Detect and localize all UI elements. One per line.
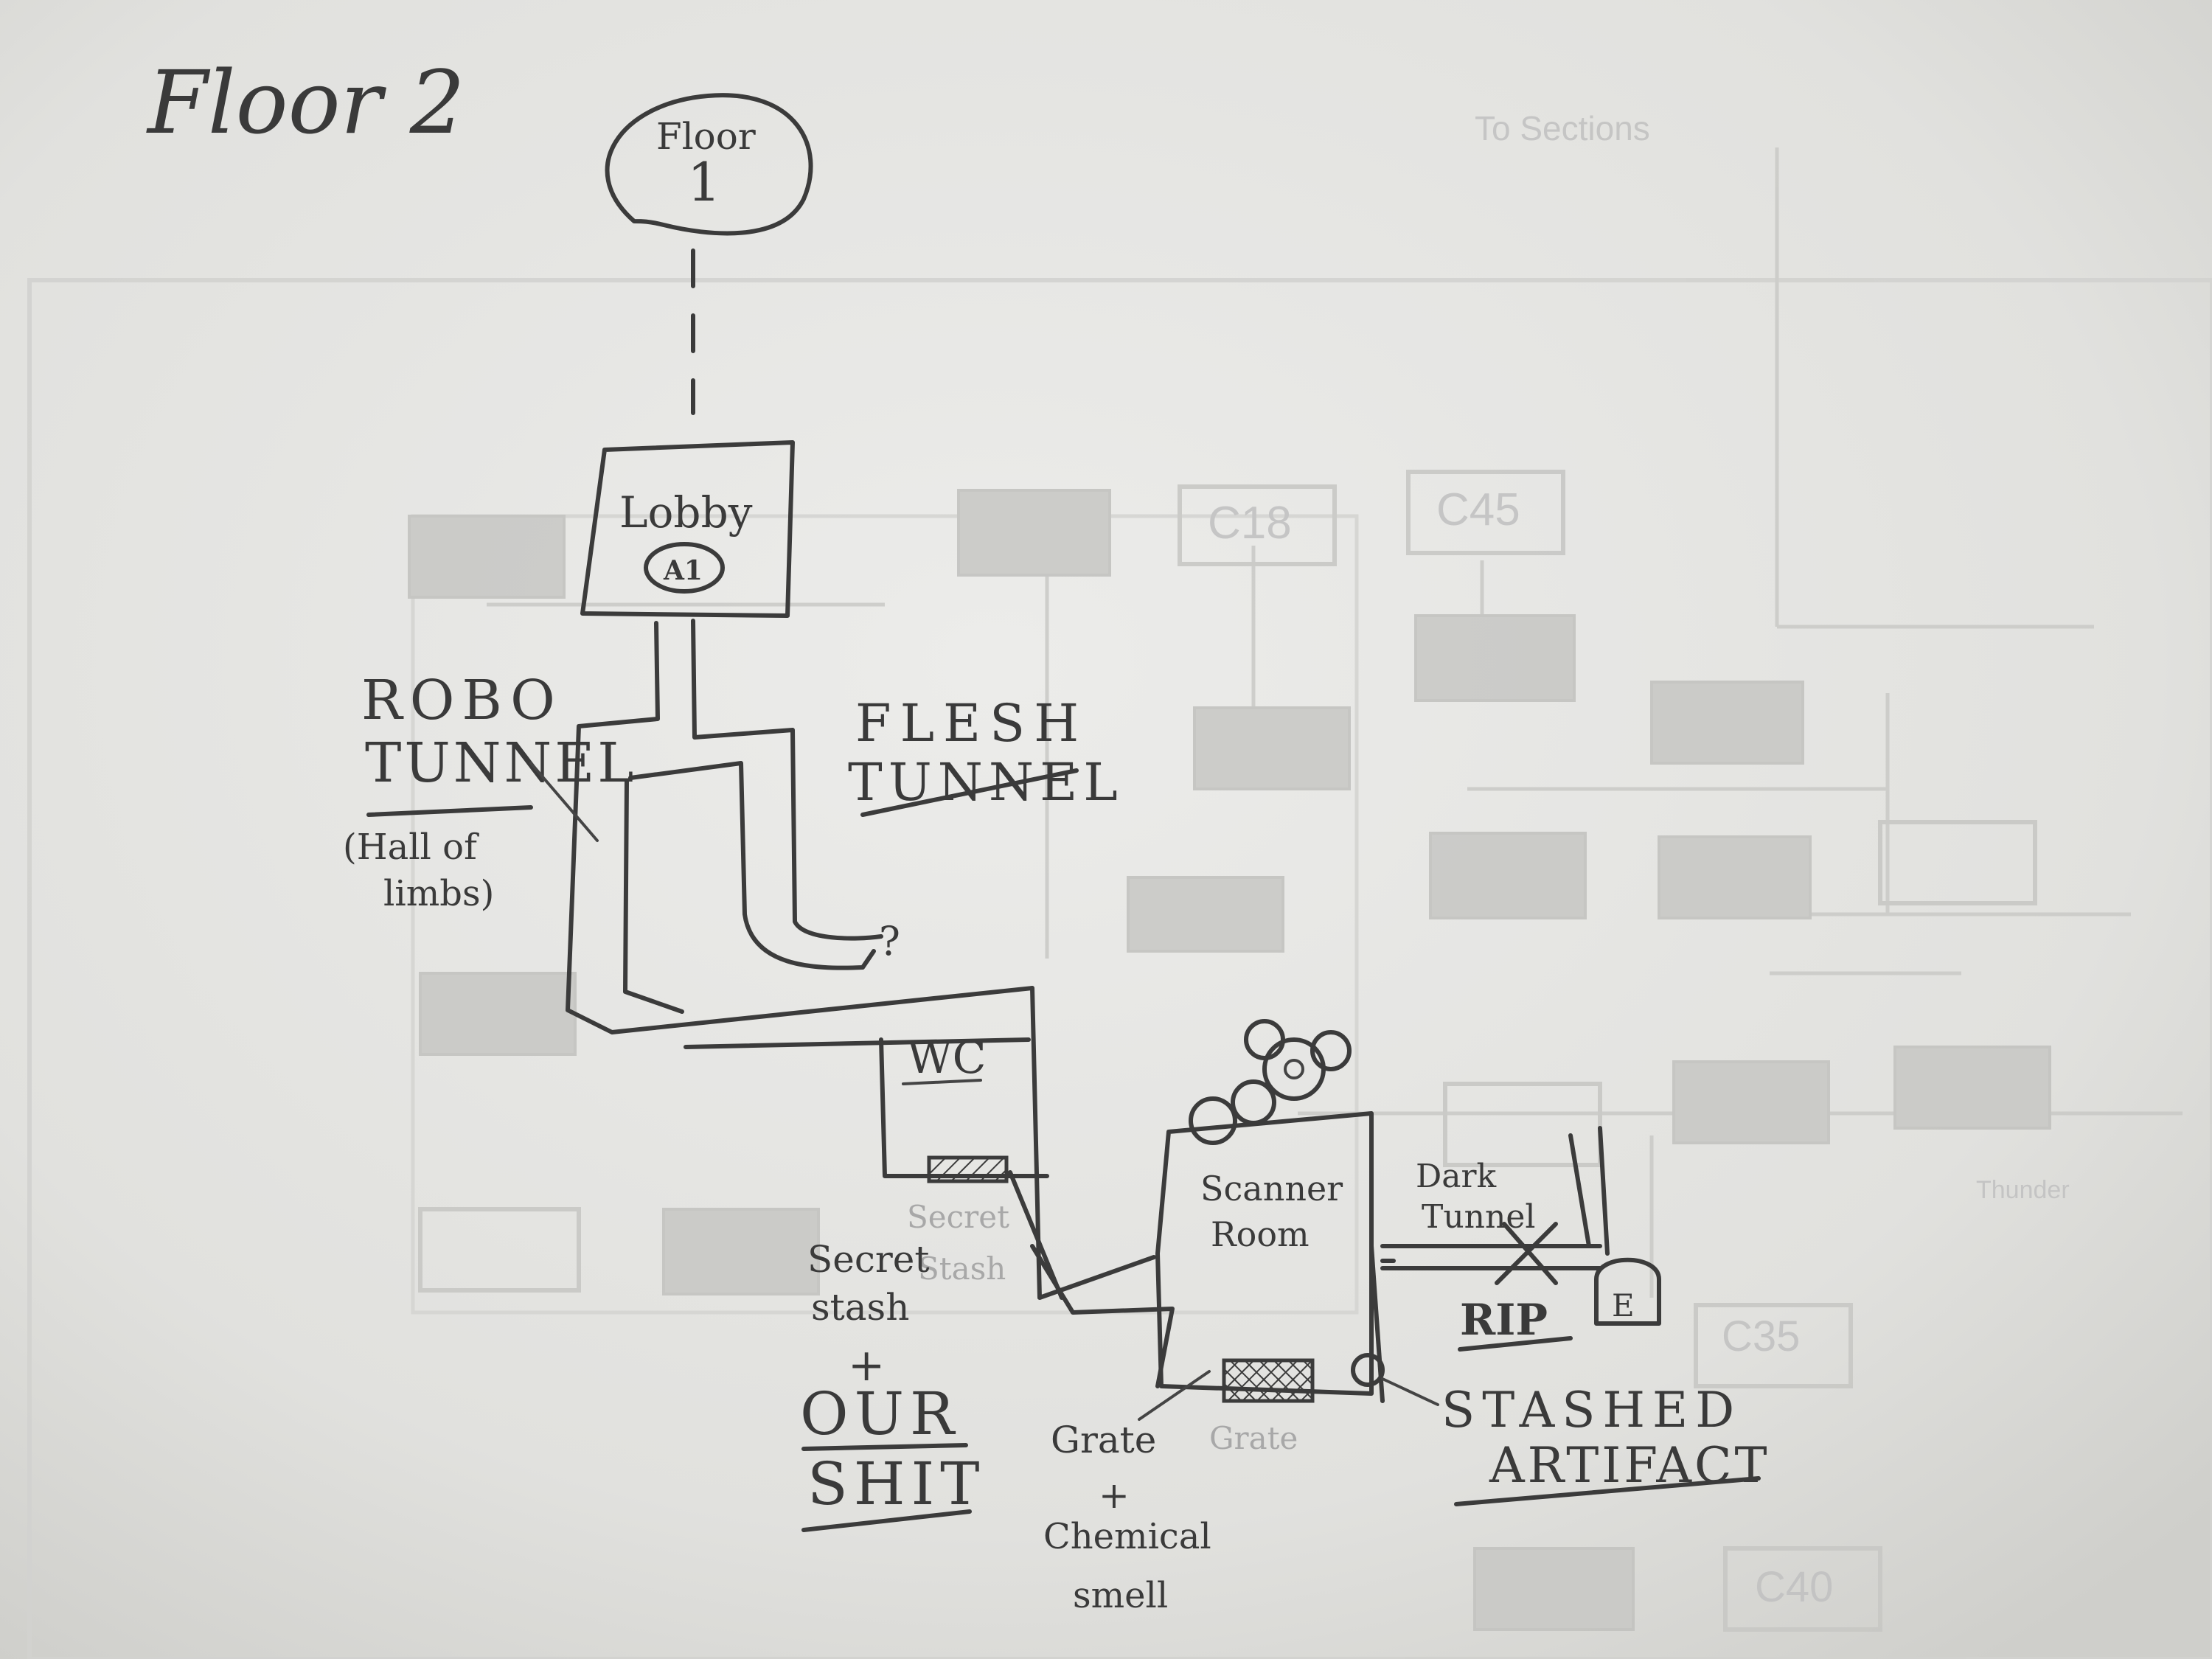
room-label: Scanner xyxy=(1200,1169,1343,1208)
label-secret-stash[interactable]: Secret Stash Secret stash + OUR SHIT xyxy=(800,1199,1009,1532)
room-label: Lobby xyxy=(619,487,753,538)
note-text: ARTIFACT xyxy=(1489,1437,1770,1494)
tunnel-label: Dark xyxy=(1416,1158,1497,1195)
note-plus: + xyxy=(1099,1474,1130,1517)
tunnel-note: (Hall of xyxy=(343,827,479,868)
tunnel-note: limbs) xyxy=(383,873,494,914)
tombstone-icon xyxy=(1594,1257,1661,1326)
floor-link-text: Floor xyxy=(656,115,756,158)
tunnel-label: FLESH xyxy=(855,693,1088,754)
room-label: Room xyxy=(1211,1214,1310,1254)
floor-1-link[interactable]: Floor 1 xyxy=(605,93,813,236)
note-text: Grate xyxy=(1051,1419,1156,1461)
room-badge-circle xyxy=(644,542,725,594)
label-robo-tunnel[interactable]: ROBO TUNNEL (Hall of limbs) xyxy=(343,669,636,914)
room-scanner[interactable]: Scanner Room xyxy=(1155,1111,1385,1403)
faint-note: Secret xyxy=(907,1199,1009,1235)
room-wc[interactable]: WC xyxy=(879,1032,1064,1300)
rip-label: RIP xyxy=(1460,1295,1548,1345)
bg-box-label: C40 xyxy=(1755,1563,1833,1611)
page-title: Floor 2 xyxy=(146,52,465,153)
bg-footer-text: Thunder xyxy=(1976,1176,2070,1204)
tunnel-label: TUNNEL xyxy=(365,731,636,795)
bg-header-text: To Sections xyxy=(1475,109,1650,147)
note-text: stash xyxy=(811,1286,909,1329)
x-mark-icon xyxy=(1495,1222,1558,1285)
tunnel-label: ROBO xyxy=(361,669,563,732)
bg-box-label: C18 xyxy=(1208,498,1292,549)
dark-tunnel-area[interactable]: Dark Tunnel RIP E xyxy=(1380,1158,1661,1352)
room-lobby[interactable]: Lobby A1 xyxy=(580,440,795,618)
note-text: Secret xyxy=(807,1238,929,1281)
room-label: WC xyxy=(907,1032,987,1084)
secret-door[interactable] xyxy=(927,1155,1009,1183)
note-text: STASHED xyxy=(1441,1382,1742,1439)
artifact-marker[interactable] xyxy=(1351,1353,1385,1387)
note-text: smell xyxy=(1073,1575,1168,1616)
tomb-letter: E xyxy=(1612,1287,1635,1324)
label-flesh-tunnel[interactable]: FLESH TUNNEL ? xyxy=(848,693,1124,964)
bg-box-label: C35 xyxy=(1722,1312,1800,1360)
bg-box-label: C45 xyxy=(1436,484,1520,535)
note-text: Chemical xyxy=(1043,1516,1211,1557)
note-plus: + xyxy=(848,1340,885,1391)
gear-creature-icon xyxy=(1189,1019,1352,1145)
room-badge: A1 xyxy=(663,555,703,586)
tunnel-label: Tunnel xyxy=(1422,1198,1535,1236)
label-stashed-artifact[interactable]: STASHED ARTIFACT xyxy=(1381,1377,1770,1506)
faint-note: Grate xyxy=(1209,1420,1298,1456)
tunnel-label: TUNNEL xyxy=(848,752,1124,813)
unknown-marker: ? xyxy=(879,918,900,964)
note-text: OUR xyxy=(800,1380,960,1448)
background-print: To Sections Thunder C18 C45 C35 C40 xyxy=(27,109,2212,1659)
label-grate[interactable]: Grate Grate + Chemical smell xyxy=(1043,1370,1298,1616)
faint-note: Stash xyxy=(918,1251,1006,1287)
floor-link-number: 1 xyxy=(687,151,721,213)
note-text: SHIT xyxy=(807,1450,986,1518)
